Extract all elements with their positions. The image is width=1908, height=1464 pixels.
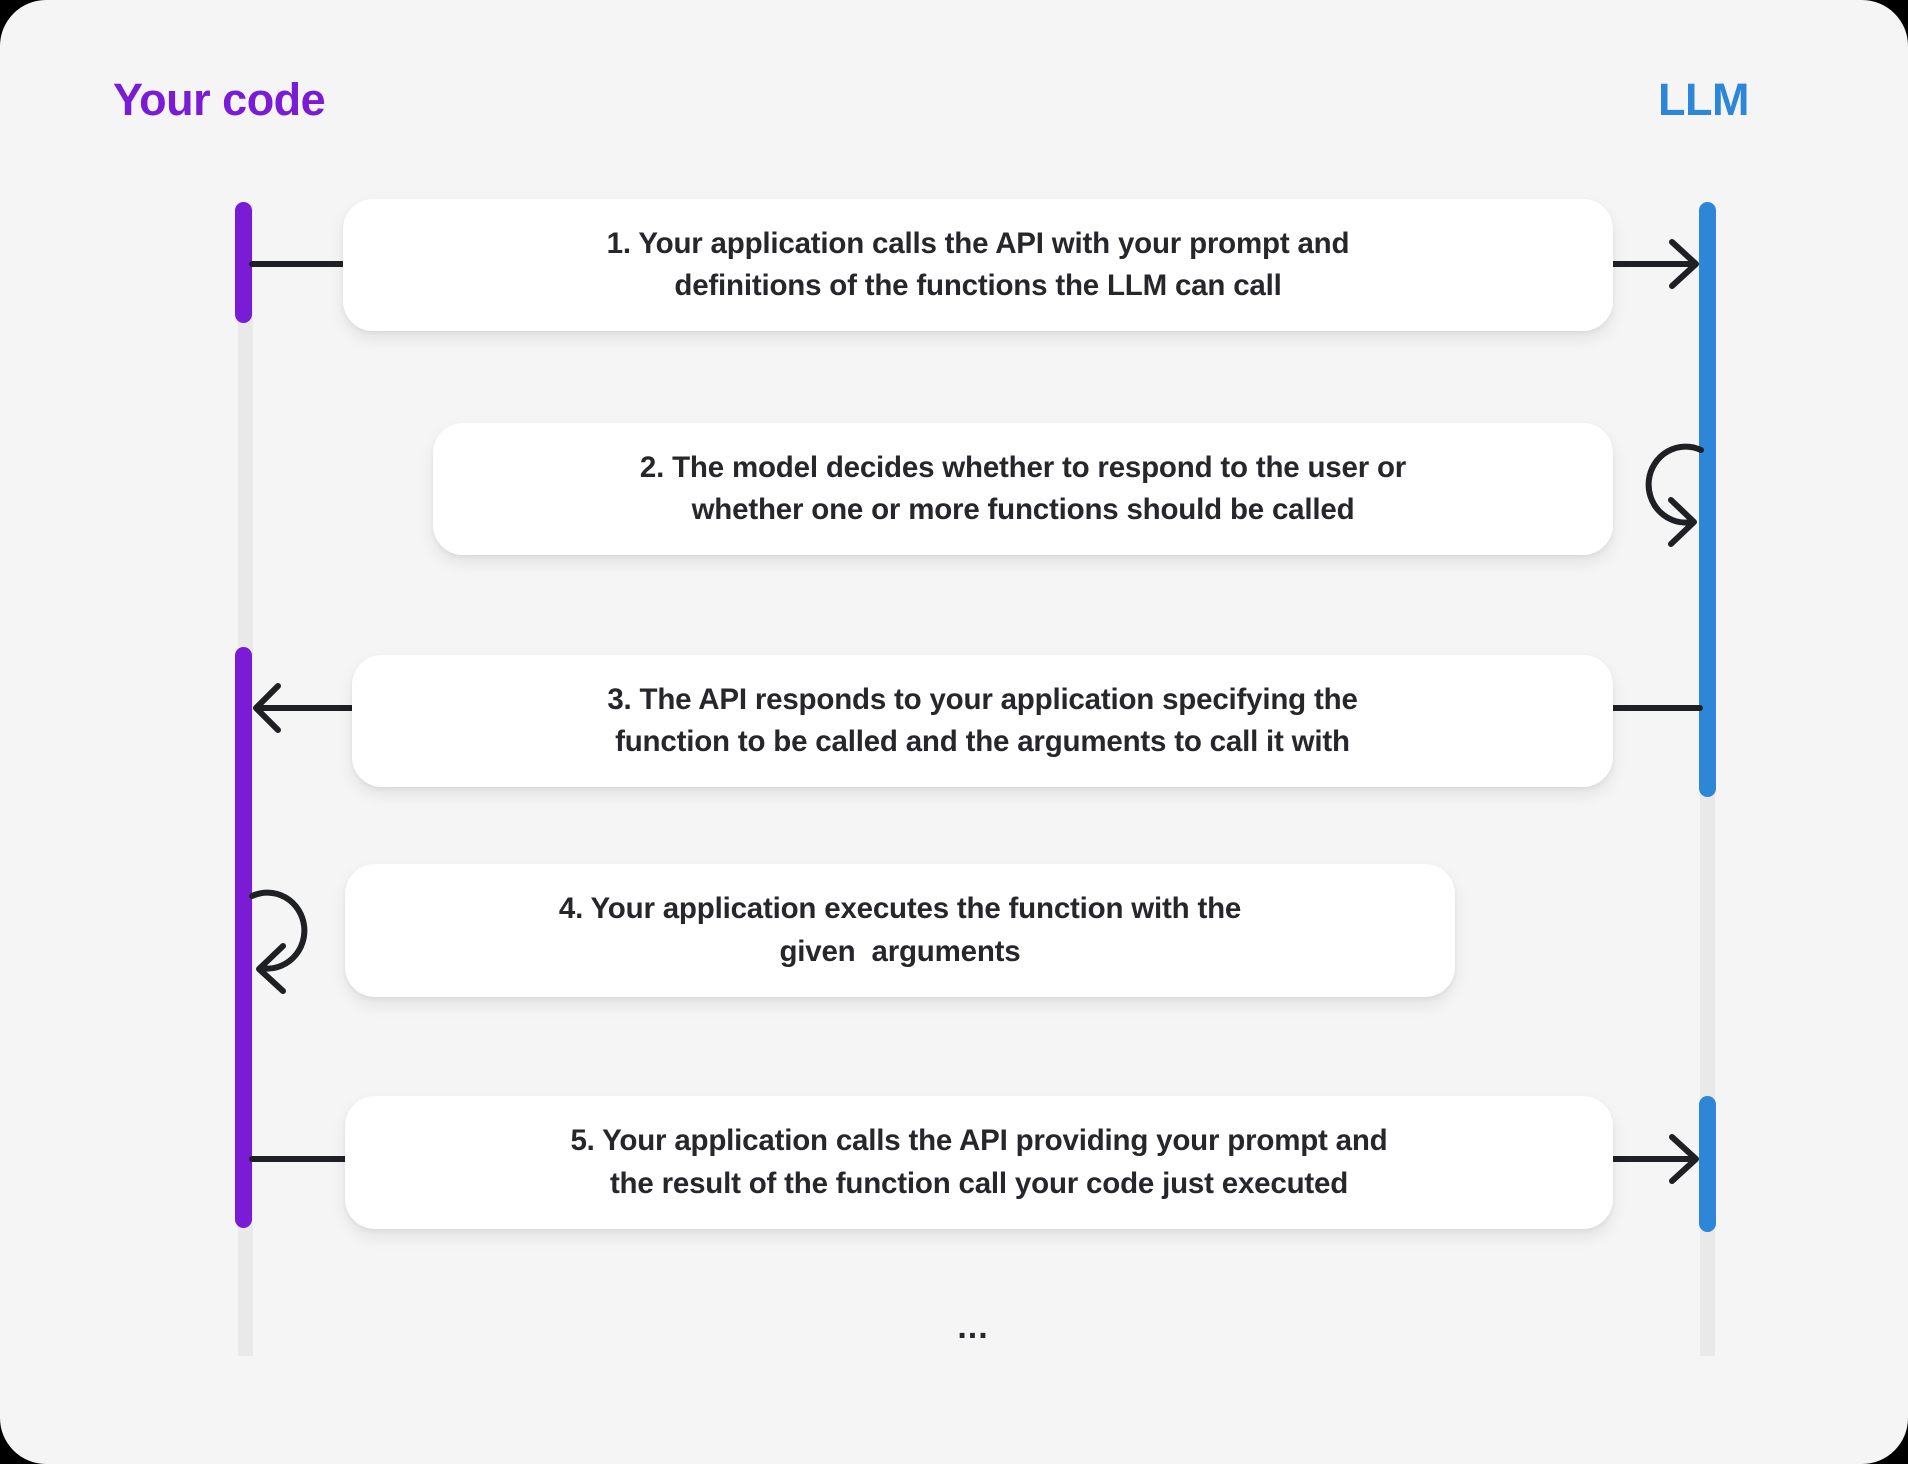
arrowhead-step5-right-icon (1669, 1134, 1699, 1184)
step-box-2: 2. The model decides whether to respond … (433, 423, 1613, 555)
arrowhead-step2-icon (1668, 497, 1697, 547)
arrowhead-step4-icon (256, 943, 286, 994)
activation-bar-your-code-2 (235, 647, 252, 1228)
arrowhead-step1-right-icon (1669, 239, 1699, 289)
step-box-4: 4. Your application executes the functio… (345, 864, 1455, 997)
actor-label-llm: LLM (1658, 74, 1749, 125)
continuation-ellipsis: ... (957, 1308, 989, 1346)
step-box-3: 3. The API responds to your application … (352, 655, 1613, 787)
arrowhead-step3-left-icon (253, 683, 281, 733)
step-box-1: 1. Your application calls the API with y… (343, 199, 1613, 331)
activation-bar-your-code-1 (235, 202, 252, 323)
activation-bar-llm-2 (1699, 1096, 1716, 1232)
self-loop-step4-icon (249, 889, 308, 972)
activation-bar-llm-1 (1699, 202, 1716, 797)
step-box-5: 5. Your application calls the API provid… (345, 1096, 1613, 1229)
actor-label-your-code: Your code (113, 74, 326, 125)
self-loop-step2-icon (1645, 443, 1704, 526)
